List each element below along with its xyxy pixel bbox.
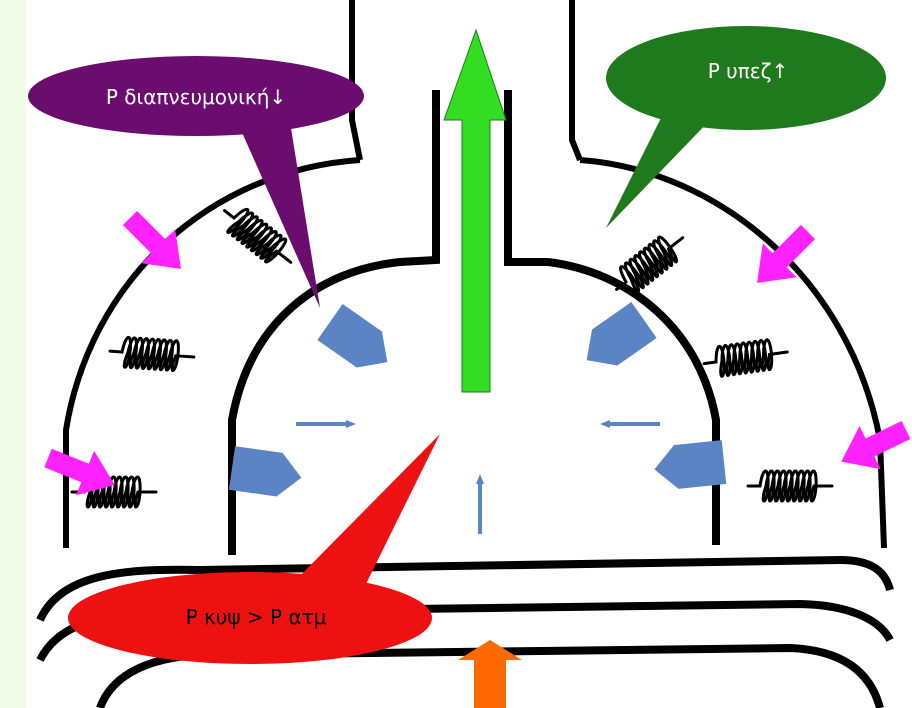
callout-alveolar: P κυψ > P ατμ xyxy=(68,434,440,664)
pressure-pointer xyxy=(574,301,657,379)
spring-coil xyxy=(700,335,791,381)
magenta-arrow xyxy=(113,201,198,286)
pressure-pointer xyxy=(228,446,305,500)
thin-arrow-left xyxy=(598,418,662,430)
callout-transpulmonary: P διαπνευμονική↓ xyxy=(28,56,364,308)
orange-up-arrow xyxy=(458,640,522,708)
spring-coil xyxy=(107,334,197,374)
thin-arrow-up xyxy=(474,472,486,536)
pressure-pointer xyxy=(317,303,400,381)
pressure-pointer xyxy=(652,440,727,492)
magenta-arrow xyxy=(830,408,912,484)
thin-arrow-right xyxy=(294,418,358,430)
airway-right-wall xyxy=(504,90,720,545)
transpulmonary-label: P διαπνευμονική↓ xyxy=(106,85,286,109)
airflow-up-arrow xyxy=(443,28,507,393)
pleural-label: P υπεζ↑ xyxy=(708,59,788,83)
diaphragm-top xyxy=(36,555,894,622)
spring-coil xyxy=(746,469,834,503)
diagram-canvas: P διαπνευμονική↓ P υπεζ↑ P κυψ > P ατμ xyxy=(26,0,912,708)
airway-left-wall xyxy=(228,90,440,555)
outer-chest-wall xyxy=(349,0,583,162)
callout-pleural: P υπεζ↑ xyxy=(606,26,886,228)
spring-coil xyxy=(605,224,694,303)
alveolar-label: P κυψ > P ατμ xyxy=(186,605,327,629)
